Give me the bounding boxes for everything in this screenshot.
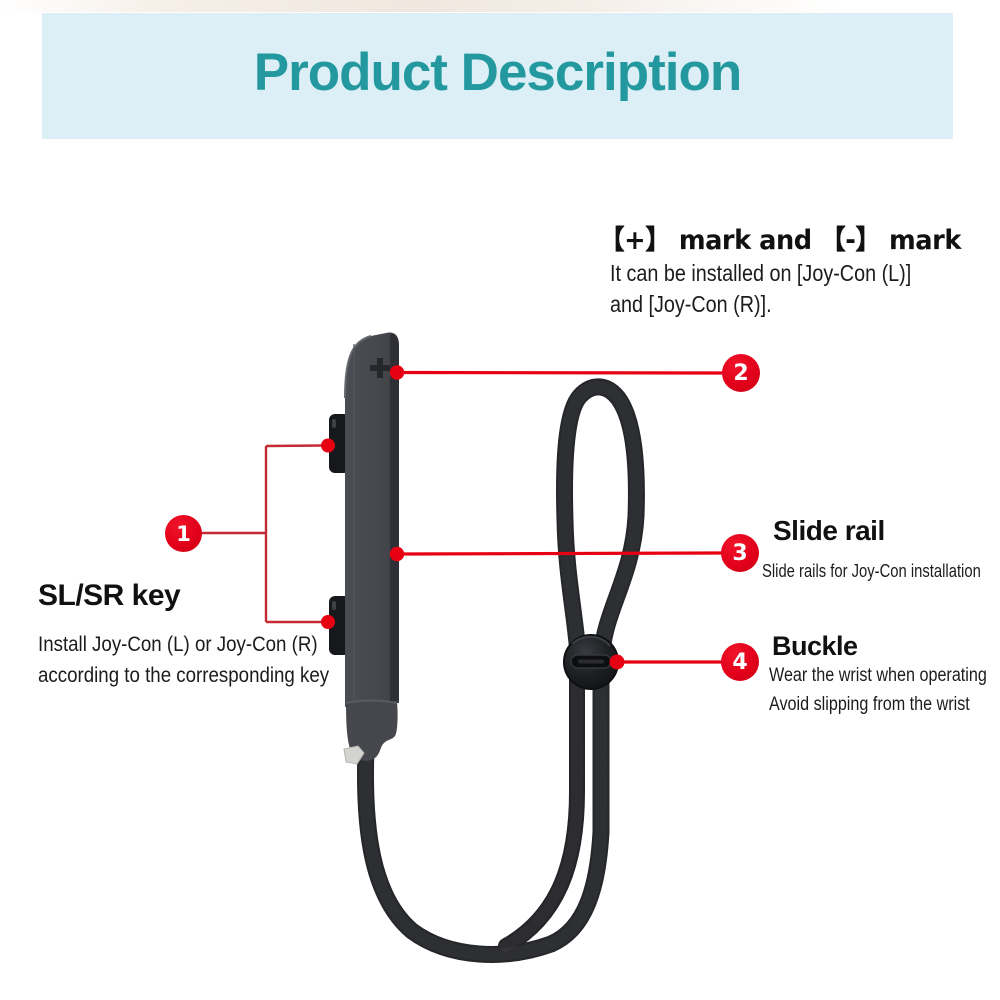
header-banner: Product Description	[42, 13, 953, 139]
slsr-key-title: SL/SR key	[38, 579, 181, 612]
sl-sr-button-upper	[329, 414, 350, 473]
buckle-title: Buckle	[772, 631, 858, 661]
callout-badge-1: 1	[165, 515, 202, 552]
callout-badge-3: 3	[721, 534, 759, 572]
pointer-dot-3	[389, 546, 405, 562]
plus-mark-icon	[370, 358, 390, 378]
callout-number-4: 4	[732, 649, 748, 675]
previous-photo-edge	[0, 0, 1000, 12]
callout-badge-4: 4	[721, 643, 759, 681]
callout-number-2: 2	[733, 360, 749, 386]
plus-minus-line-2: and [Joy-Con (R)].	[610, 291, 772, 317]
buckle-line-2: Avoid slipping from the wrist	[769, 693, 970, 715]
slsr-line-2: according to the corresponding key	[38, 663, 330, 687]
callout-1-bracket	[202, 444, 324, 624]
slide-rail-title: Slide rail	[773, 515, 885, 546]
sl-sr-buttons	[329, 414, 350, 655]
plus-minus-line-1: It can be installed on [Joy-Con (L)]	[610, 260, 912, 286]
plus-minus-heading: 【+】 mark and 【-】 mark	[599, 225, 961, 256]
pointer-dot-4	[609, 654, 625, 670]
plus-minus-description: It can be installed on [Joy-Con (L)] and…	[610, 258, 911, 320]
callout-number-1: 1	[176, 521, 191, 546]
callout-number-3: 3	[732, 540, 748, 566]
buckle-description: Wear the wrist when operating Avoid slip…	[769, 662, 987, 719]
page-title: Product Description	[253, 42, 743, 102]
sl-sr-button-lower	[329, 596, 350, 655]
pointer-dot-1a	[321, 438, 335, 453]
buckle-line-1: Wear the wrist when operating	[769, 665, 987, 686]
callout-badge-2: 2	[722, 354, 760, 392]
joycon-strap-rail	[344, 332, 399, 761]
pointer-dot-1b	[321, 615, 335, 629]
slsr-key-description: Install Joy-Con (L) or Joy-Con (R) accor…	[38, 629, 329, 691]
callout-lines	[202, 365, 724, 670]
slsr-line-1: Install Joy-Con (L) or Joy-Con (R)	[38, 632, 318, 656]
pointer-dot-2	[389, 365, 405, 380]
slide-rail-line-1: Slide rails for Joy-Con installation	[762, 560, 981, 581]
strap-lock-tab	[343, 745, 365, 765]
strap-buckle	[563, 634, 619, 690]
slide-rail-description: Slide rails for Joy-Con installation	[762, 558, 981, 584]
